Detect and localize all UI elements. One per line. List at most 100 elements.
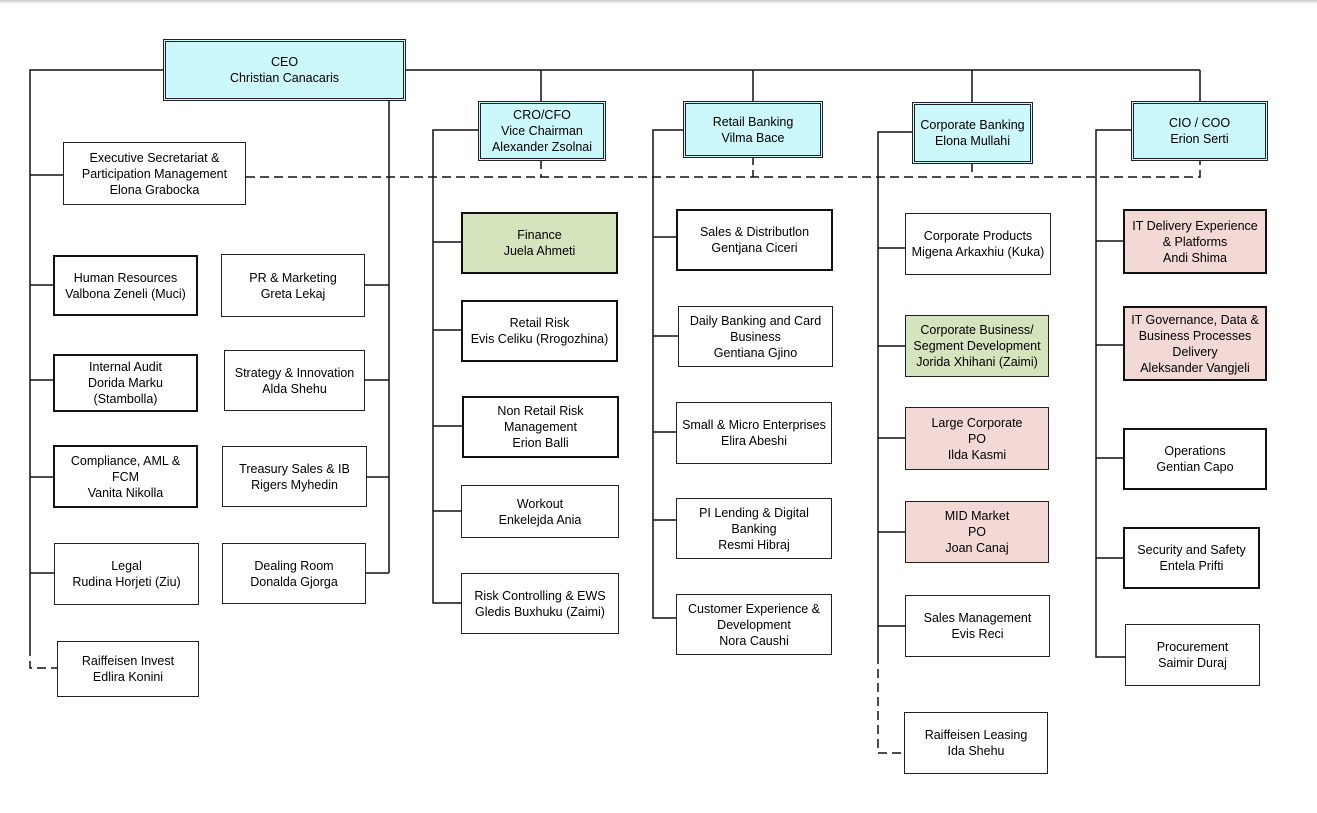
it-delivery-title2: & Platforms — [1162, 234, 1228, 249]
finance-name: Juela Ahmeti — [503, 244, 576, 258]
legal-name: Rudina Horjeti (Ziu) — [72, 575, 181, 589]
small-micro-box: Small & Micro Enterprises Elira Abeshi — [676, 402, 832, 464]
pi-lending-title2: Banking — [731, 521, 777, 536]
compliance-name: Vanita Nikolla — [87, 485, 164, 500]
customer-experience-name: Nora Caushi — [719, 633, 789, 648]
it-delivery-title: IT Delivery Experience — [1132, 218, 1258, 233]
corporate-products-box: Corporate Products Migena Arkaxhiu (Kuka… — [905, 213, 1051, 275]
non-retail-risk-box: Non Retail Risk Management Erion Balli — [462, 396, 619, 458]
large-corporate-box: Large Corporate PO Ilda Kasmi — [905, 407, 1049, 470]
human-resources-box: Human Resources Valbona Zeneli (Muci) — [53, 255, 198, 316]
raiffeisen-leasing-title: Raiffeisen Leasing — [924, 728, 1028, 742]
raiffeisen-invest-title: Raiffeisen Invest — [81, 654, 175, 668]
it-governance-title: IT Governance, Data & — [1131, 312, 1259, 327]
daily-banking-title: Daily Banking and Card — [689, 313, 822, 328]
daily-banking-name: Gentiana Gjino — [713, 345, 798, 360]
corporate-business-name: Jorida Xhihani (Zaimi) — [916, 355, 1038, 369]
internal-audit-box: Internal Audit Dorida Marku (Stambolla) — [53, 354, 198, 412]
operations-name: Gentian Capo — [1156, 460, 1234, 474]
raiffeisen-invest-name: Edlira Konini — [92, 670, 164, 684]
pr-marketing-title: PR & Marketing — [249, 270, 337, 285]
pi-lending-box: PI Lending & Digital Banking Resmi Hibra… — [676, 498, 832, 559]
retail-risk-box: Retail Risk Evis Celiku (Rrogozhina) — [461, 300, 618, 362]
compliance-title2: FCM — [111, 469, 140, 484]
pr-marketing-box: PR & Marketing Greta Lekaj — [221, 254, 365, 317]
non-retail-risk-name: Erion Balli — [512, 436, 569, 450]
treasury-title: Treasury Sales & IB — [239, 461, 350, 476]
sales-management-title: Sales Management — [923, 611, 1032, 625]
sales-distribution-title: Sales & Distributlon — [699, 225, 810, 239]
sales-distribution-box: Sales & Distributlon Gentjana Ciceri — [676, 209, 833, 271]
pr-marketing-name: Greta Lekaj — [260, 286, 326, 301]
corporate-banking-name: Elona Mullahi — [934, 134, 1011, 148]
retail-banking-name: Vilma Bace — [721, 130, 785, 145]
small-micro-name: Elira Abeshi — [720, 434, 787, 448]
cio-coo-title: CIO / COO — [1168, 116, 1231, 130]
cro-cfo-name: Alexander Zsolnai — [491, 140, 593, 154]
sales-management-name: Evis Reci — [951, 627, 1004, 641]
customer-experience-box: Customer Experience & Development Nora C… — [676, 594, 832, 655]
procurement-title: Procurement — [1156, 640, 1229, 654]
retail-banking-title: Retail Banking — [712, 114, 794, 129]
dealing-room-box: Dealing Room Donalda Gjorga — [222, 543, 366, 604]
risk-controlling-name: Gledis Buxhuku (Zaimi) — [475, 604, 605, 619]
corporate-business-box: Corporate Business/ Segment Development … — [905, 315, 1049, 377]
strategy-title: Strategy & Innovation — [234, 365, 355, 380]
operations-box: Operations Gentian Capo — [1123, 428, 1267, 490]
finance-box: Finance Juela Ahmeti — [461, 212, 618, 274]
treasury-name: Rigers Myhedin — [251, 477, 338, 492]
ceo-name: Christian Canacaris — [229, 71, 340, 85]
corporate-products-name: Migena Arkaxhiu (Kuka) — [911, 245, 1045, 259]
dealing-room-name: Donalda Gjorga — [250, 574, 338, 589]
non-retail-risk-title: Non Retail Risk — [497, 404, 584, 418]
internal-audit-name2: (Stambolla) — [93, 392, 158, 406]
it-governance-name: Aleksander Vangjeli — [1140, 360, 1250, 375]
legal-box: Legal Rudina Horjeti (Ziu) — [54, 543, 199, 605]
non-retail-risk-title2: Management — [504, 420, 577, 434]
operations-title: Operations — [1164, 444, 1226, 458]
exec-secretariat-line2: Participation Management — [81, 166, 228, 181]
ceo-title: CEO — [270, 55, 299, 69]
corporate-business-title2: Segment Development — [913, 339, 1041, 353]
it-delivery-name: Andi Shima — [1163, 250, 1227, 265]
compliance-box: Compliance, AML & FCM Vanita Nikolla — [53, 445, 198, 508]
large-corporate-name: Ilda Kasmi — [947, 447, 1007, 462]
internal-audit-name: Dorida Marku — [87, 376, 164, 390]
corporate-business-title: Corporate Business/ — [920, 323, 1034, 337]
customer-experience-title2: Development — [717, 617, 791, 632]
raiffeisen-leasing-box: Raiffeisen Leasing Ida Shehu — [904, 712, 1048, 774]
human-resources-title: Human Resources — [73, 270, 178, 285]
workout-box: Workout Enkelejda Ania — [461, 485, 619, 538]
legal-title: Legal — [111, 559, 142, 573]
human-resources-name: Valbona Zeneli (Muci) — [65, 286, 186, 301]
mid-market-box: MID Market PO Joan Canaj — [905, 501, 1049, 563]
customer-experience-title: Customer Experience & — [687, 601, 820, 616]
risk-controlling-title: Risk Controlling & EWS — [474, 588, 606, 603]
large-corporate-po: PO — [967, 431, 987, 446]
raiffeisen-leasing-name: Ida Shehu — [947, 744, 1005, 758]
internal-audit-title: Internal Audit — [89, 360, 162, 374]
retail-risk-title: Retail Risk — [509, 316, 570, 330]
mid-market-po: PO — [967, 525, 987, 539]
finance-title: Finance — [517, 228, 562, 242]
security-name: Entela Prifti — [1159, 559, 1224, 573]
strategy-name: Alda Shehu — [262, 381, 327, 396]
retail-risk-name: Evis Celiku (Rrogozhina) — [470, 332, 609, 346]
cro-cfo-title: CRO/CFO — [513, 108, 571, 122]
cro-cfo-title2: Vice Chairman — [501, 124, 583, 138]
sales-distribution-name: Gentjana Ciceri — [711, 241, 798, 255]
workout-name: Enkelejda Ania — [498, 512, 582, 527]
dealing-room-title: Dealing Room — [254, 558, 334, 573]
small-micro-title: Small & Micro Enterprises — [682, 418, 826, 432]
mid-market-name: Joan Canaj — [945, 541, 1009, 555]
procurement-box: Procurement Saimir Duraj — [1125, 624, 1260, 686]
cio-coo-name: Erion Serti — [1170, 132, 1229, 146]
strategy-box: Strategy & Innovation Alda Shehu — [224, 350, 365, 411]
risk-controlling-box: Risk Controlling & EWS Gledis Buxhuku (Z… — [461, 573, 619, 634]
corporate-products-title: Corporate Products — [923, 229, 1033, 243]
compliance-title: Compliance, AML & — [70, 453, 181, 468]
it-delivery-box: IT Delivery Experience & Platforms Andi … — [1123, 209, 1267, 274]
corporate-banking-title: Corporate Banking — [920, 118, 1025, 132]
raiffeisen-invest-box: Raiffeisen Invest Edlira Konini — [57, 641, 199, 697]
